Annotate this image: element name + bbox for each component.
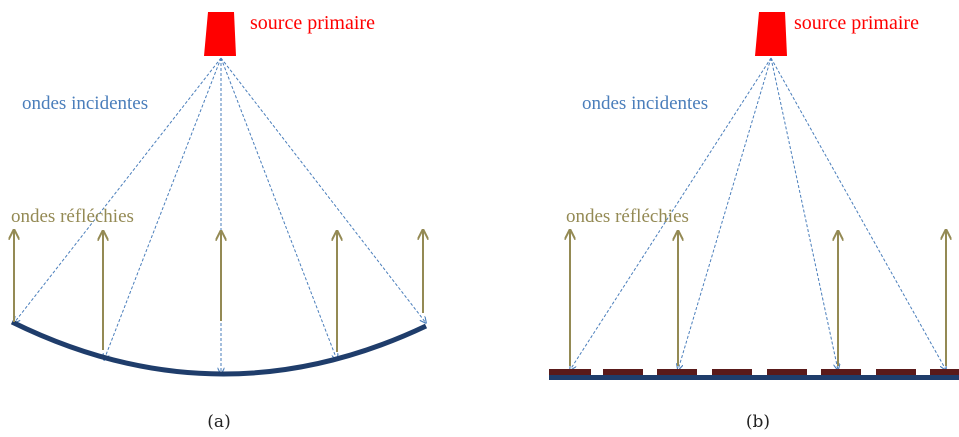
- incident-ray: [104, 57, 222, 360]
- incident-ray: [770, 57, 946, 370]
- patch: [712, 369, 752, 375]
- patch: [603, 369, 643, 375]
- patch: [767, 369, 807, 375]
- incident-waves: [14, 57, 426, 374]
- reflected-waves-label: ondes réfléchies: [11, 206, 134, 227]
- incident-ray: [220, 57, 426, 323]
- incident-ray: [570, 57, 772, 370]
- parabolic-reflector: [10, 319, 428, 377]
- panel-a: source primaire ondes incidentes ondes r…: [11, 12, 426, 432]
- source-label: source primaire: [794, 12, 919, 34]
- reflected-waves: [14, 230, 423, 352]
- source-label: source primaire: [250, 12, 375, 34]
- patch: [657, 369, 697, 375]
- incident-waves-label: ondes incidentes: [22, 93, 148, 114]
- panel-b: source primaire ondes incident: [549, 12, 959, 432]
- incident-waves-label: ondes incidentes: [582, 93, 708, 114]
- reflected-waves: [570, 230, 946, 366]
- caption-a: (a): [207, 412, 230, 432]
- caption-b: (b): [746, 412, 770, 432]
- incident-waves: [570, 57, 946, 370]
- reflected-waves-label: ondes réfléchies: [566, 206, 689, 227]
- reflectarray-patches: [549, 369, 959, 375]
- ground-plane: [549, 375, 959, 380]
- incident-ray: [220, 57, 337, 360]
- patch: [549, 369, 591, 375]
- primary-source-horn: [204, 12, 236, 56]
- patch: [930, 369, 959, 375]
- incident-ray: [14, 57, 222, 323]
- primary-source-horn: [755, 12, 787, 56]
- patch: [821, 369, 861, 375]
- patch: [876, 369, 916, 375]
- incident-ray: [678, 57, 772, 370]
- incident-ray: [770, 57, 838, 370]
